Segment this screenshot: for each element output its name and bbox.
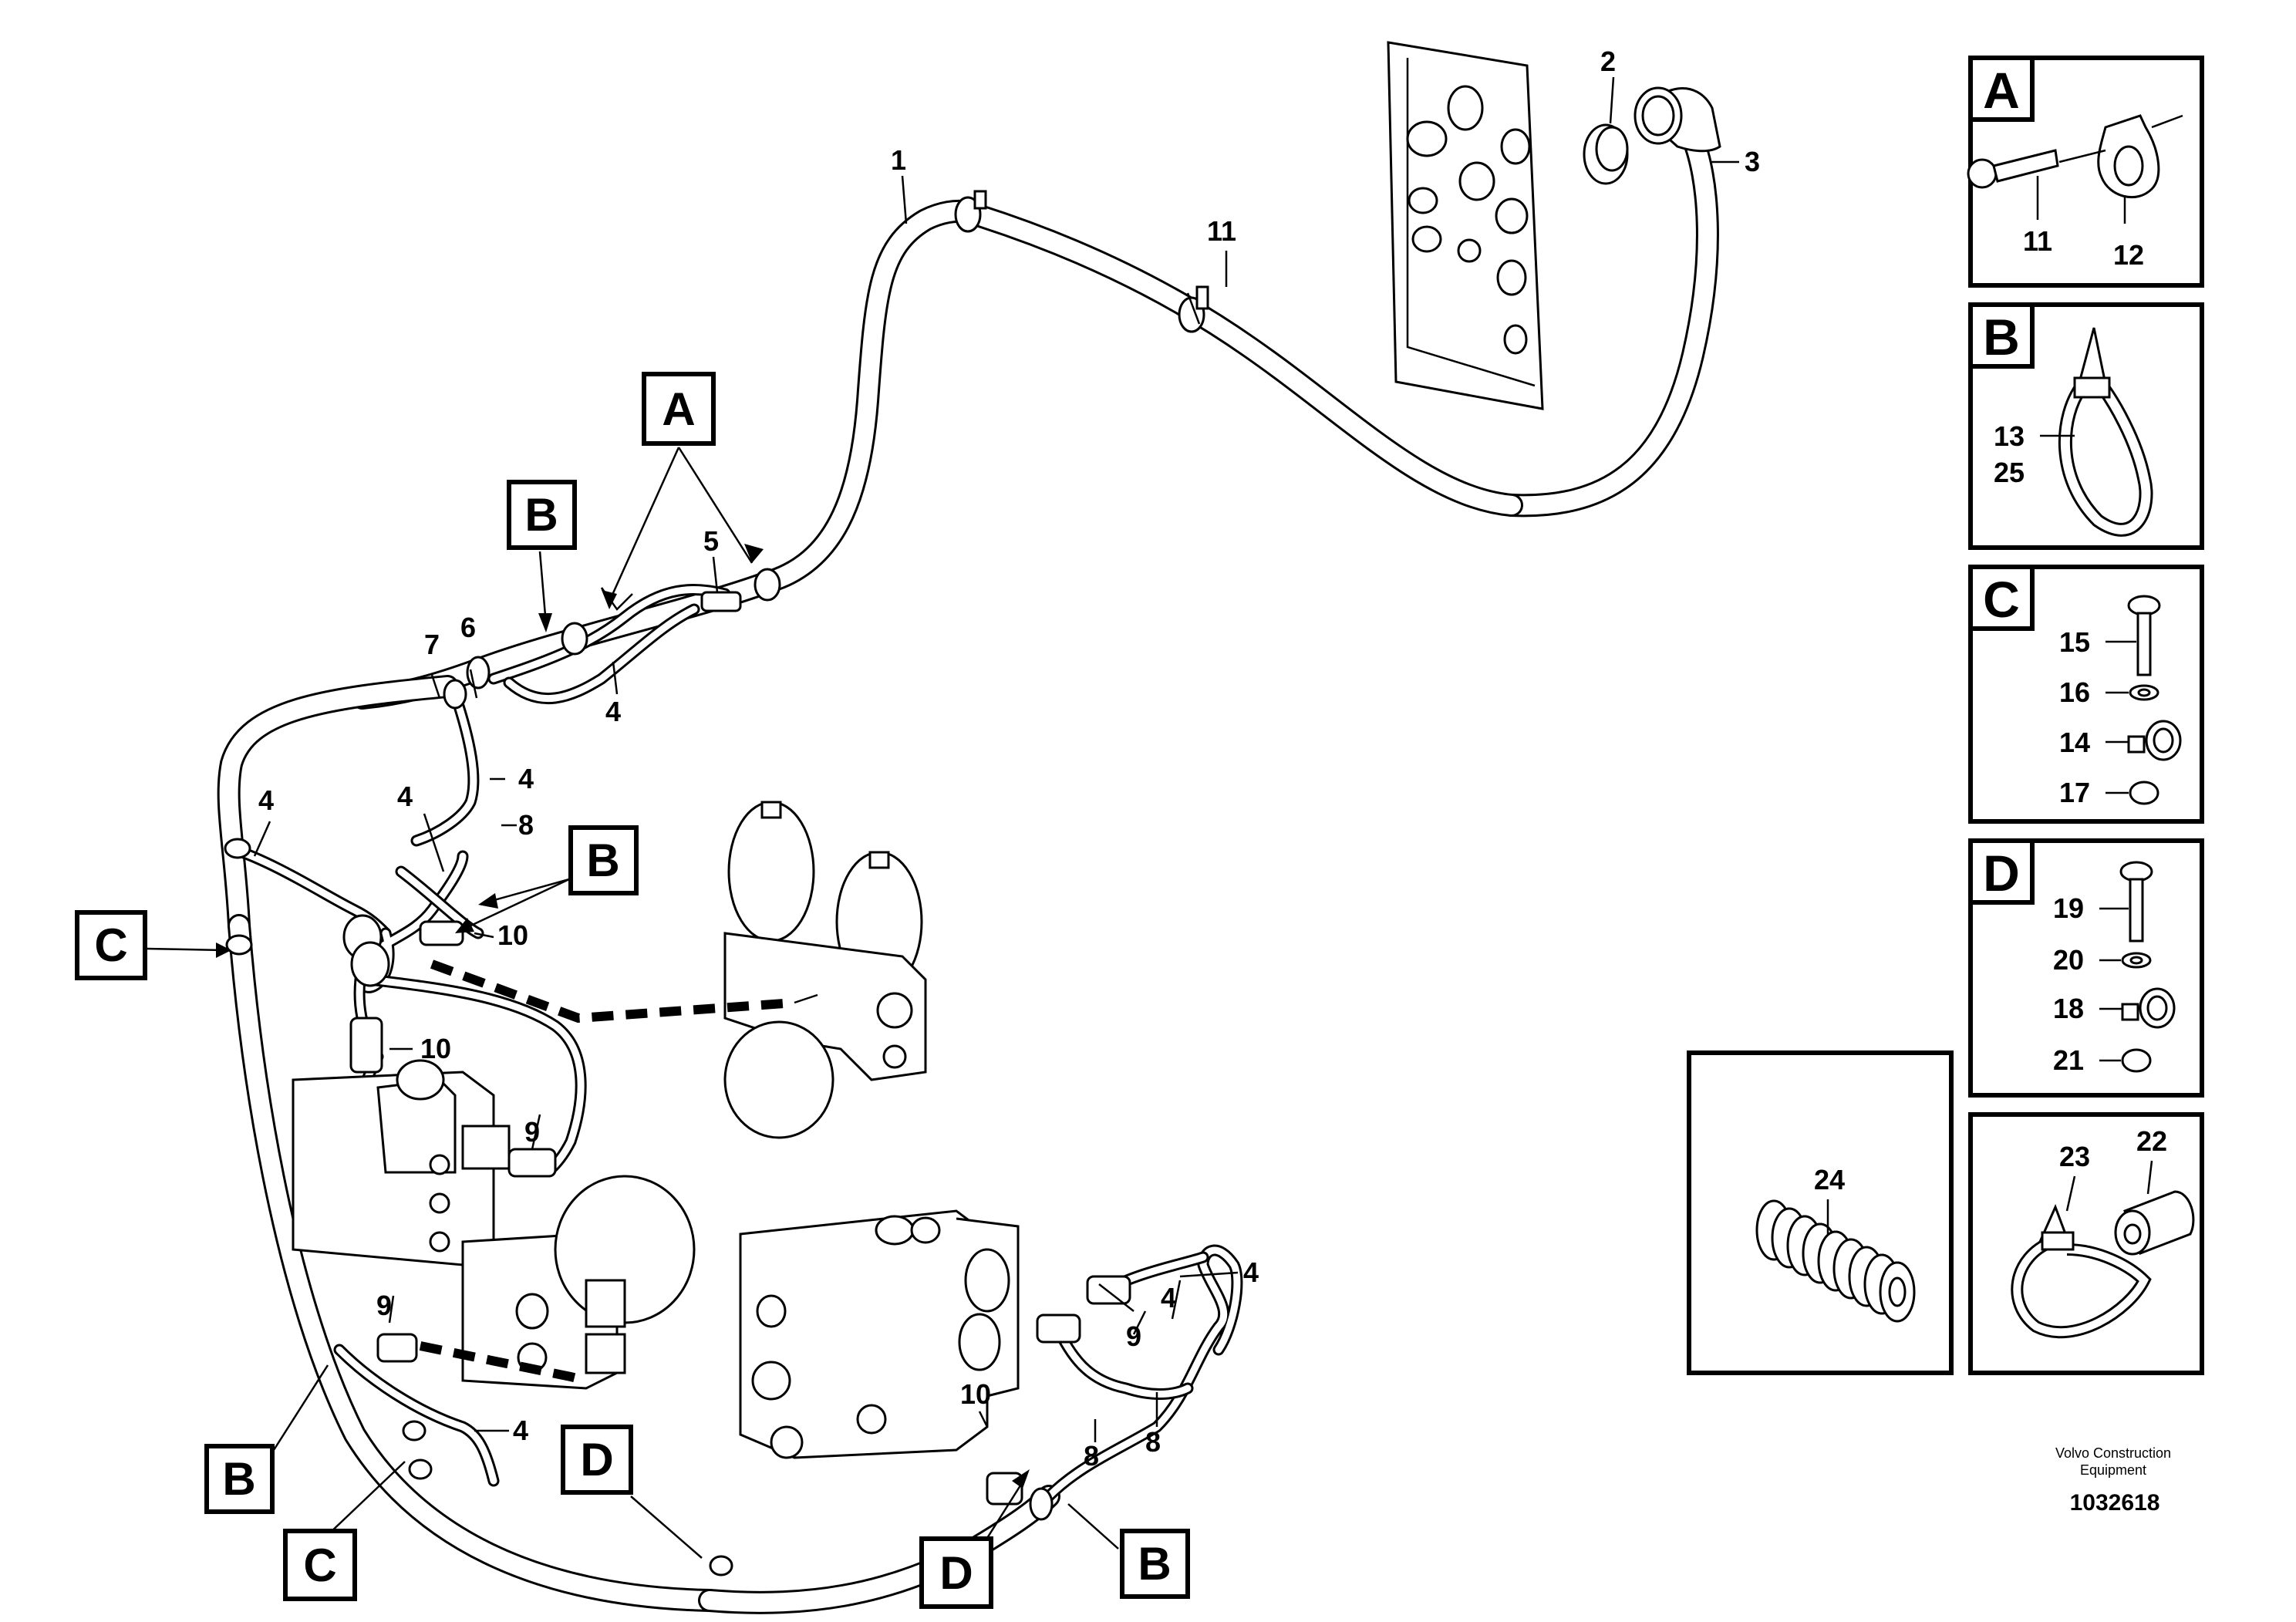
callout-4-lower: 4: [513, 1415, 528, 1446]
callout-4-branch: 4: [518, 763, 534, 794]
inset-d-fastener-set: D 19 20 18 21: [1968, 838, 2204, 1098]
svg-text:B: B: [524, 489, 558, 541]
detail-flag-b-bottom-left: B: [204, 1444, 275, 1514]
svg-text:A: A: [662, 383, 695, 435]
inset-a-clamp: A 11 12: [1967, 56, 2204, 288]
svg-text:17: 17: [2059, 777, 2090, 808]
svg-text:18: 18: [2053, 993, 2084, 1024]
callout-5: 5: [703, 525, 719, 557]
callout-8-lower-right: 8: [1145, 1426, 1161, 1458]
callout-4-harness: 4: [605, 696, 621, 727]
callout-4-right: 4: [1243, 1256, 1259, 1288]
svg-text:22: 22: [2136, 1125, 2167, 1157]
callout-6: 6: [460, 612, 476, 643]
svg-text:19: 19: [2053, 892, 2084, 924]
detail-flags: A B B C B C D D: [75, 372, 1190, 1609]
svg-text:15: 15: [2059, 626, 2090, 658]
drawing-number: 1032618: [2070, 1490, 2160, 1516]
svg-text:21: 21: [2053, 1044, 2084, 1076]
svg-text:24: 24: [1814, 1164, 1845, 1195]
detail-flag-b-mid: B: [568, 825, 639, 895]
detail-flag-d-bottom-mid: D: [561, 1425, 633, 1495]
svg-text:11: 11: [2023, 225, 2052, 257]
detail-flag-d-bottom: D: [919, 1536, 993, 1609]
callout-10-middle: 10: [420, 1033, 451, 1064]
detail-flag-c-left: C: [75, 910, 147, 980]
svg-text:25: 25: [1994, 457, 2025, 488]
callout-11: 11: [1207, 215, 1236, 247]
svg-text:D: D: [939, 1547, 973, 1599]
callout-10-lower: 10: [960, 1378, 991, 1410]
brand-line-1: Volvo Construction: [2055, 1445, 2171, 1461]
inset-b-cable-tie: B 13 25: [1968, 302, 2204, 550]
accumulator-assembly: [430, 801, 927, 1139]
svg-text:12: 12: [2113, 239, 2144, 271]
callout-4-junction: 4: [397, 781, 413, 812]
control-valve-block: [739, 1209, 1020, 1459]
svg-text:20: 20: [2053, 944, 2084, 976]
svg-text:A: A: [1983, 62, 2020, 119]
callout-9-right: 9: [1126, 1320, 1141, 1352]
callout-8-lower-left: 8: [1084, 1440, 1099, 1472]
inset-f-spiral-sleeve: 24: [1687, 1050, 1954, 1375]
hose-clamps: [224, 190, 1209, 1576]
inset-c-fastener-set: C 15 16 14 17: [1968, 565, 2204, 824]
svg-text:13: 13: [1994, 420, 2025, 452]
detail-flag-a-top: A: [642, 372, 716, 446]
svg-text:B: B: [586, 835, 619, 886]
callout-9-lower: 9: [376, 1290, 392, 1321]
callout-4-left: 4: [258, 784, 274, 816]
grommet-and-elbow: [1583, 86, 1721, 185]
callout-7: 7: [424, 629, 440, 660]
callout-2: 2: [1600, 46, 1616, 77]
svg-text:B: B: [1138, 1538, 1171, 1590]
svg-text:B: B: [1983, 309, 2020, 366]
svg-text:C: C: [94, 919, 127, 971]
callout-9-solenoid: 9: [524, 1116, 540, 1148]
spiral-wrap: [1755, 1199, 1916, 1323]
callout-10-upper: 10: [497, 919, 528, 951]
brand-line-2: Equipment: [2080, 1462, 2146, 1478]
svg-text:C: C: [1983, 571, 2020, 628]
footer-brand: Volvo Construction Equipment 1032618: [2055, 1445, 2171, 1516]
mounting-plate: [1387, 41, 1544, 410]
svg-text:14: 14: [2059, 727, 2090, 758]
svg-text:C: C: [303, 1539, 336, 1591]
callout-8-branch: 8: [518, 809, 534, 841]
svg-text:23: 23: [2059, 1141, 2090, 1172]
inset-e-tie-and-sleeve: 23 22: [1968, 1112, 2204, 1375]
leader-lines: [146, 76, 1739, 1559]
svg-text:D: D: [1983, 845, 2020, 902]
solenoid-valve-assembly: [292, 1059, 696, 1390]
detail-flag-b-bottom: B: [1120, 1529, 1190, 1599]
detail-flag-c-bottom-left: C: [283, 1529, 357, 1601]
callout-4-right-inner: 4: [1161, 1282, 1176, 1313]
detail-flag-b-top: B: [507, 480, 577, 550]
svg-text:16: 16: [2059, 676, 2090, 708]
svg-text:D: D: [580, 1434, 613, 1485]
callout-numbers: 1 2 3 11 5 6 7 4 4 8 4 4 10 10 9 9 4 4 4…: [258, 46, 1760, 1472]
svg-text:B: B: [222, 1453, 255, 1505]
callout-1: 1: [891, 144, 906, 176]
callout-3: 3: [1745, 146, 1760, 177]
